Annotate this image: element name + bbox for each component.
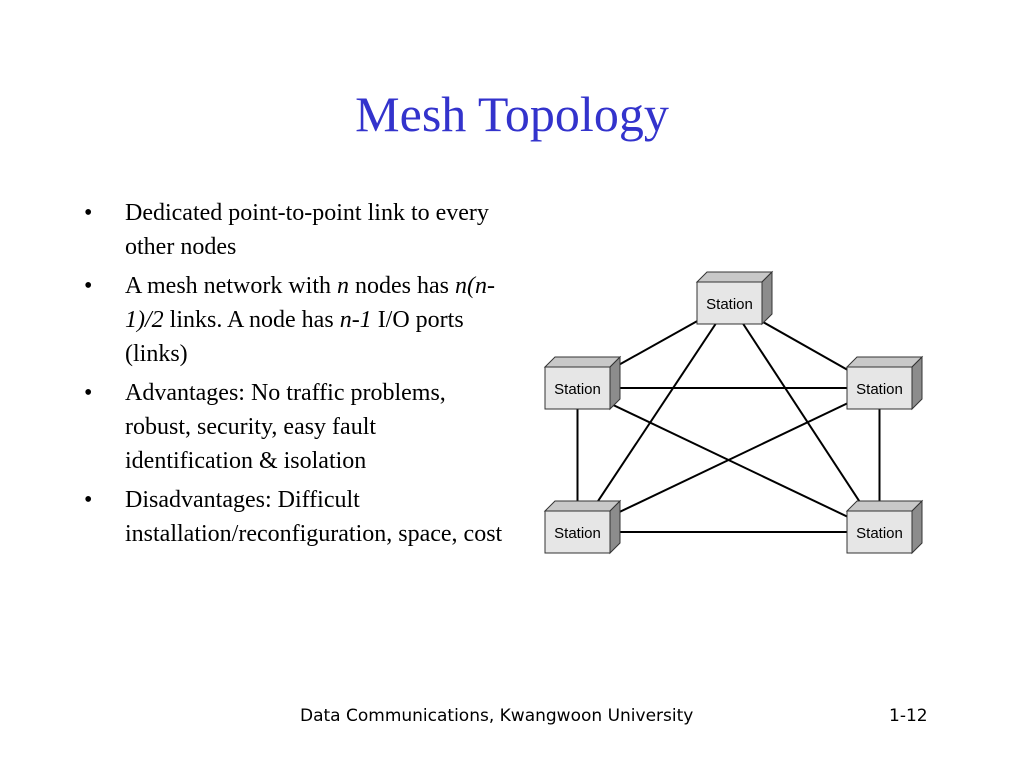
bullet-item: • A mesh network with n nodes has n(n-1)/… — [84, 269, 504, 371]
bullet-item: • Advantages: No traffic problems, robust… — [84, 376, 504, 478]
slide-title: Mesh Topology — [355, 86, 669, 142]
station-label: Station — [706, 296, 753, 313]
station-box-front — [696, 281, 763, 325]
bullet-text: n(n-1)/2 — [125, 273, 495, 333]
footer-slide-number: 1-12 — [889, 706, 928, 726]
bullet-text: links. A node has — [163, 307, 340, 333]
station-box-side — [911, 355, 923, 411]
bullet-dot-icon: • — [84, 273, 93, 299]
footer-course: Data Communications, Kwangwoon Universit… — [300, 706, 694, 726]
station-node-top: Station — [695, 270, 774, 326]
station-box-front — [544, 366, 611, 410]
station-box-top — [845, 500, 924, 512]
bullet-text: n-1 — [339, 307, 372, 333]
bullet-text: Advantages: No traffic problems, robust,… — [125, 380, 446, 474]
link-top-bottom-left — [576, 302, 731, 533]
station-box-front — [846, 366, 913, 410]
link-right-bottom-left — [577, 387, 880, 533]
bullet-dot-icon: • — [84, 200, 93, 226]
bullet-dot-icon: • — [84, 487, 93, 513]
bullet-dot-icon: • — [84, 380, 93, 406]
station-label: Station — [856, 525, 903, 542]
station-box-top — [543, 356, 622, 368]
bullet-item: • Dedicated point-to-point link to every … — [84, 196, 504, 264]
station-box-side — [911, 499, 923, 555]
station-label: Station — [856, 381, 903, 398]
station-label: Station — [554, 381, 601, 398]
bullet-text: Disadvantages: Difficult installation/re… — [125, 487, 503, 547]
link-top-bottom-right — [728, 302, 881, 533]
bullet-text: Dedicated point-to-point link to every o… — [125, 200, 489, 260]
station-box-side — [761, 270, 773, 326]
bullet-list: • Dedicated point-to-point link to every … — [84, 196, 504, 556]
bullet-text: n — [336, 273, 349, 299]
station-label: Station — [554, 525, 601, 542]
station-box-top — [543, 500, 622, 512]
bullet-text: I/O ports (links) — [125, 307, 464, 367]
mesh-links — [576, 302, 881, 533]
station-box-top — [845, 356, 924, 368]
bullet-text: A mesh network with — [125, 273, 337, 299]
station-box-side — [609, 499, 621, 555]
station-box-front — [846, 510, 913, 554]
station-node-bottom-left: Station — [543, 499, 622, 555]
station-box-front — [544, 510, 611, 554]
station-node-left: Station — [543, 355, 622, 411]
station-box-top — [695, 271, 774, 283]
station-box-side — [609, 355, 621, 411]
bullet-item: • Disadvantages: Difficult installation/r… — [84, 483, 504, 551]
station-node-right: Station — [845, 355, 924, 411]
station-node-bottom-right: Station — [845, 499, 924, 555]
bullet-text: nodes has — [348, 273, 455, 299]
